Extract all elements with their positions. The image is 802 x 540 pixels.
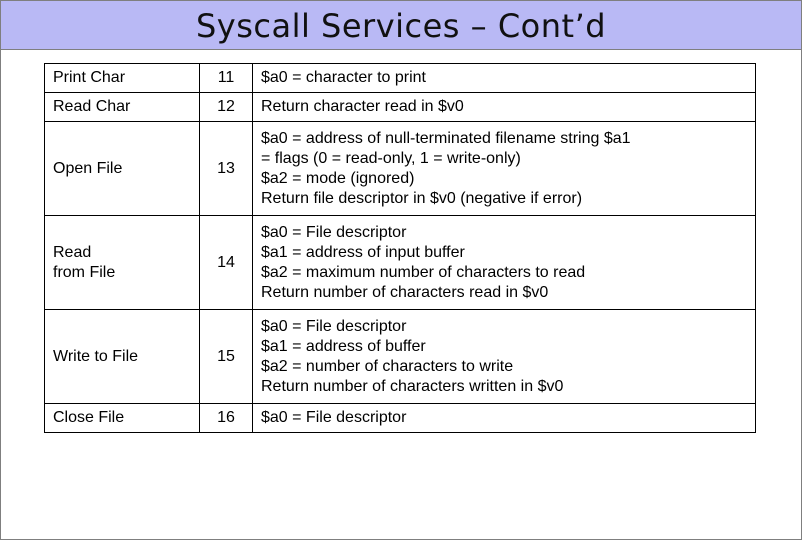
table-row: Close File 16 $a0 = File descriptor xyxy=(44,403,756,433)
description-line: Return number of characters written in $… xyxy=(261,377,564,395)
description-line: Return file descriptor in $v0 (negative … xyxy=(261,189,583,207)
service-name-line: Read xyxy=(53,243,92,261)
description-line: Return number of characters read in $v0 xyxy=(261,283,549,301)
description-line: $a1 = address of input buffer xyxy=(261,243,465,261)
title-bar: Syscall Services – Cont’d xyxy=(1,1,801,50)
service-code: 14 xyxy=(199,215,253,310)
service-name-line: from File xyxy=(53,263,116,281)
service-description: $a0 = File descriptor xyxy=(252,403,756,433)
service-name: Print Char xyxy=(44,63,200,93)
description-line: $a0 = File descriptor xyxy=(261,223,407,241)
description-line: Return character read in $v0 xyxy=(261,98,464,115)
table-row: Read Char 12 Return character read in $v… xyxy=(44,92,756,122)
table-row: Print Char 11 $a0 = character to print xyxy=(44,63,756,93)
service-description: Return character read in $v0 xyxy=(252,92,756,122)
description-line: $a0 = File descriptor xyxy=(261,409,407,426)
service-name: Read Char xyxy=(44,92,200,122)
description-line: = flags (0 = read-only, 1 = write-only) xyxy=(261,149,521,167)
table-row: Read from File 14 $a0 = File descriptor … xyxy=(44,215,756,310)
description-line: $a0 = address of null-terminated filenam… xyxy=(261,129,631,147)
service-code: 12 xyxy=(199,92,253,122)
service-code: 11 xyxy=(199,63,253,93)
service-name: Write to File xyxy=(44,309,200,404)
description-line: $a0 = character to print xyxy=(261,69,426,86)
service-name: Open File xyxy=(44,121,200,216)
description-line: $a2 = mode (ignored) xyxy=(261,169,415,187)
service-name: Close File xyxy=(44,403,200,433)
service-name: Read from File xyxy=(44,215,200,310)
page-title: Syscall Services – Cont’d xyxy=(195,7,607,45)
service-description: $a0 = address of null-terminated filenam… xyxy=(252,121,756,216)
table-row: Write to File 15 $a0 = File descriptor $… xyxy=(44,309,756,404)
description-line: $a2 = number of characters to write xyxy=(261,357,514,375)
service-description: $a0 = File descriptor $a1 = address of b… xyxy=(252,309,756,404)
description-line: $a0 = File descriptor xyxy=(261,317,407,335)
description-line: $a2 = maximum number of characters to re… xyxy=(261,263,586,281)
table-row: Open File 13 $a0 = address of null-termi… xyxy=(44,121,756,216)
service-code: 16 xyxy=(199,403,253,433)
description-line: $a1 = address of buffer xyxy=(261,337,426,355)
syscall-table: Print Char 11 $a0 = character to print R… xyxy=(44,63,756,433)
service-code: 13 xyxy=(199,121,253,216)
service-description: $a0 = File descriptor $a1 = address of i… xyxy=(252,215,756,310)
service-description: $a0 = character to print xyxy=(252,63,756,93)
service-code: 15 xyxy=(199,309,253,404)
